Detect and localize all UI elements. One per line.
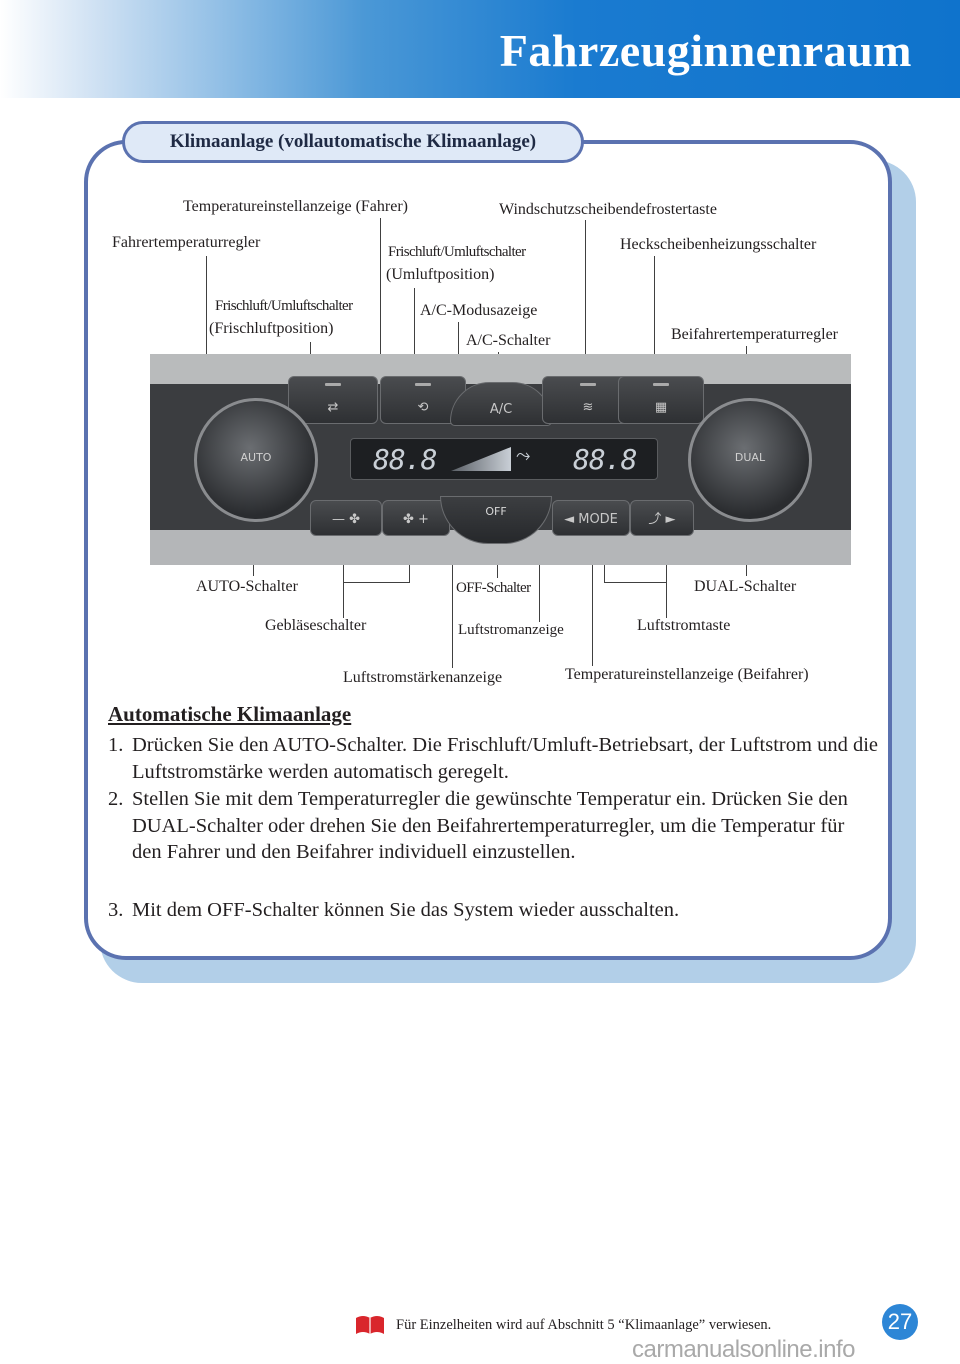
callout-off-switch: OFF-Schalter (456, 580, 531, 596)
indicator-led (580, 383, 596, 386)
recirculation-icon: ⟲ (417, 400, 429, 415)
fresh-air-button[interactable]: ⇄ (288, 376, 378, 424)
callout-fresh-switch-line1: Frischluft/Umluftschalter (215, 298, 353, 314)
step-text: Stellen Sie mit dem Temperaturregler die… (132, 788, 848, 863)
leader-line (343, 538, 344, 618)
mode-label: ◄ MODE (564, 512, 618, 527)
callout-dual-switch: DUAL-Schalter (694, 578, 797, 595)
climate-control-panel-photo: ⇄ ⟲ A/C ≋ ▦ AUTO DUAL 88.8 88.8 ⤳ — ✤ ✤ … (150, 354, 851, 565)
passenger-temperature-knob[interactable]: DUAL (688, 398, 812, 522)
airflow-right-button[interactable]: ⤴ ► (630, 500, 694, 536)
callout-driver-temp-control: Fahrertemperaturregler (112, 234, 261, 251)
callout-ac-switch: A/C-Schalter (466, 332, 551, 349)
page-header: Fahrzeuginnenraum (0, 0, 960, 98)
driver-temperature-readout: 88.8 (373, 443, 437, 476)
callout-recirc-switch-line2: (Umluftposition) (386, 266, 495, 283)
step-text: Drücken Sie den AUTO-Schalter. Die Frisc… (132, 734, 878, 783)
callout-fan-switch: Gebläseschalter (265, 617, 367, 634)
leader-line (592, 470, 593, 666)
callout-airflow-indicator: Luftstromanzeige (458, 622, 564, 638)
step-number: 3. (108, 899, 124, 921)
leader-line (452, 470, 453, 668)
off-label: OFF (485, 505, 507, 518)
fan-increase-button[interactable]: ✤ + (382, 500, 450, 536)
callout-rear-defogger: Heckscheibenheizungsschalter (620, 236, 817, 253)
callout-passenger-temp-control: Beifahrertemperaturregler (671, 326, 839, 343)
leader-line (666, 538, 667, 618)
fan-speed-bar (451, 447, 511, 471)
ac-button[interactable]: A/C (450, 382, 552, 426)
rear-defogger-icon: ▦ (654, 400, 668, 415)
instruction-step: 2. Stellen Sie mit dem Temperaturregler … (108, 786, 878, 866)
callout-fan-speed-indicator: Luftstromstärkenanzeige (343, 669, 503, 686)
step-number: 1. (108, 734, 124, 756)
step-text: Mit dem OFF-Schalter können Sie das Syst… (132, 899, 680, 921)
footer-reference-note: Für Einzelheiten wird auf Abschnitt 5 “K… (396, 1317, 772, 1333)
fresh-air-icon: ⇄ (327, 400, 339, 415)
leader-line (654, 256, 655, 388)
callout-airflow-button: Luftstromtaste (637, 617, 731, 634)
callout-ac-mode-indicator: A/C-Modusazeige (420, 302, 538, 319)
indicator-led (653, 383, 669, 386)
leader-line (604, 582, 667, 583)
indicator-led (415, 383, 431, 386)
book-icon (356, 1316, 384, 1334)
driver-temperature-knob[interactable]: AUTO (194, 398, 318, 522)
fan-minus-label: — ✤ (331, 512, 361, 527)
auto-label: AUTO (240, 451, 272, 464)
instructions-heading: Automatische Klimaanlage (108, 702, 352, 726)
watermark: carmanualsonline.info (632, 1336, 855, 1363)
instruction-step: 3. Mit dem OFF-Schalter können Sie das S… (108, 897, 878, 924)
rear-defogger-button[interactable]: ▦ (618, 376, 704, 424)
indicator-led (325, 383, 341, 386)
leader-line (414, 288, 415, 388)
airflow-mode-icon: ⤳ (516, 445, 531, 466)
lcd-display: 88.8 88.8 ⤳ (350, 438, 658, 480)
step-number: 2. (108, 788, 124, 810)
fan-decrease-button[interactable]: — ✤ (310, 500, 382, 536)
fan-plus-label: ✤ + (403, 512, 429, 527)
callout-temp-display-passenger: Temperatureinstellanzeige (Beifahrer) (565, 666, 809, 683)
callout-auto-switch: AUTO-Schalter (196, 578, 298, 595)
callout-recirc-switch-line1: Frischluft/Umluftschalter (388, 244, 526, 260)
leader-line (380, 218, 381, 436)
section-title: Klimaanlage (vollautomatische Klimaanlag… (122, 121, 584, 163)
instruction-step: 1. Drücken Sie den AUTO-Schalter. Die Fr… (108, 732, 878, 785)
callout-fresh-switch-line2: (Frischluftposition) (209, 320, 334, 337)
callout-temp-display-driver: Temperatureinstellanzeige (Fahrer) (183, 198, 408, 215)
callout-windshield-defroster: Windschutzscheibendefrostertaste (499, 201, 717, 218)
page-title: Fahrzeuginnenraum (499, 25, 912, 76)
panel-trim-top (150, 354, 851, 384)
dual-label: DUAL (734, 451, 766, 464)
leader-line (585, 220, 586, 388)
mode-left-button[interactable]: ◄ MODE (552, 500, 630, 536)
page-number: 27 (882, 1304, 918, 1340)
leader-line (343, 582, 410, 583)
airflow-right-label: ⤴ ► (648, 512, 676, 527)
passenger-temperature-readout: 88.8 (573, 443, 637, 476)
front-defroster-icon: ≋ (582, 400, 594, 415)
ac-label: A/C (489, 402, 513, 417)
